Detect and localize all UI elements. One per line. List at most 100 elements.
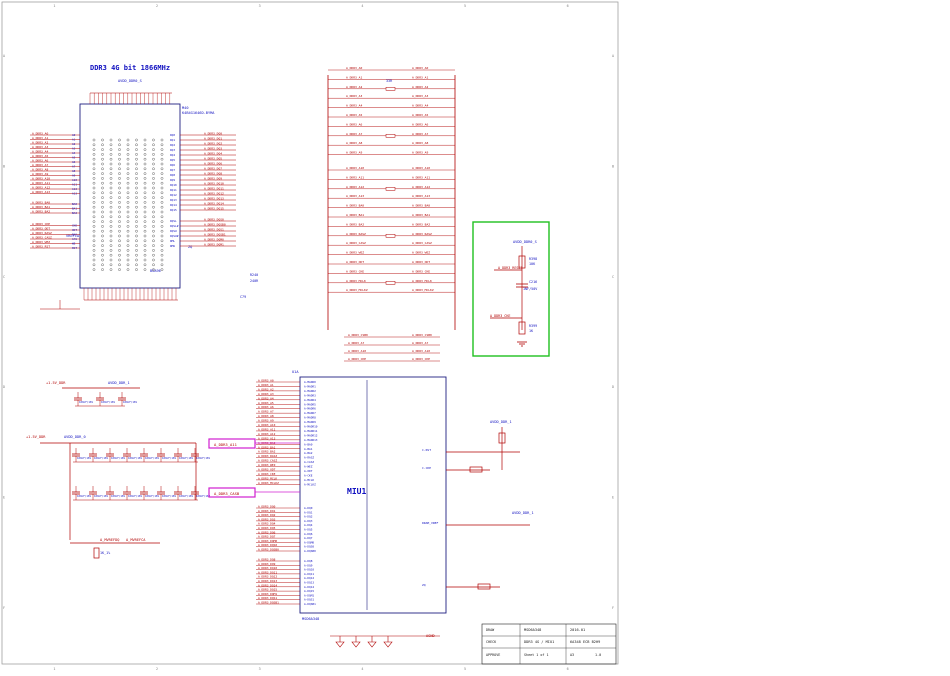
miu-dqb-net: A_DDR3_DQ14 [258,583,277,587]
power-rail-1: +1.5V_DDR [46,381,66,385]
miu-dqb-pin: A-DQ11 [304,572,314,576]
callout-box-bottom [208,487,256,498]
ddr-ball [92,239,96,243]
ddr-ball [143,239,147,243]
miu-dqa-net: A_DDR3_DQM0 [258,539,277,543]
ddr-left-net: A_DDR3_BA0 [32,200,50,204]
ddr-ball [135,186,138,190]
term-res-value: 33R [386,79,393,83]
ddr-ball [126,148,130,151]
ddr-ball [109,205,113,209]
ddr-left-pin: BA1 [72,207,77,211]
miu-addr-net: A_DDR3_RASZ [258,454,277,458]
ddr-left-pin: A0 [72,133,76,137]
ddr-ball [109,177,113,180]
ddr-ball [109,234,113,238]
term-net-left: A_DDR3_A0 [346,66,362,70]
callout-top: A_DDR3_A11 [214,442,238,447]
ddr-ball [92,167,96,171]
tb-doc: 6A348 ECB B2H9 [570,640,600,644]
ddr-left-pin: A12 [72,187,77,191]
term-net-right: A_DDR3_BA2 [412,222,430,226]
term-net-right: A_DDR3_A1 [412,75,428,79]
miu-right-pin: C-CKE [422,466,431,470]
ddr-left-net: A_DDR3_BA2 [32,209,50,213]
ddr-right-net: A_DDR3_DQ11 [204,186,224,190]
ddr-ball [126,181,130,185]
ddr-ball [109,157,113,161]
ddr-ball [126,249,130,252]
term-net-left: A_DDR3_WEZ [346,251,364,255]
ddr-ball [126,210,130,214]
ddr-right-pin: DQ13 [170,198,177,202]
ddr-right-net: A_DDR3_DQ8 [204,171,222,175]
ddr-left-net: A_DDR3_A13 [32,190,50,194]
green-net2: A_DDR3_CKE [490,314,510,318]
power-rail-2: +1.5V_DDR [26,435,46,439]
ddr-ball [109,210,113,214]
ddr-ball [135,196,138,199]
ddr-ball [109,220,113,223]
ddr-left-pin: A13 [72,192,77,196]
ddr-ball [101,258,104,262]
zq-resistor [477,583,491,590]
ddr-right-net: A_DDR3_DQ13 [204,196,224,200]
ddr-ball [92,172,96,175]
ddr-ball [160,162,164,166]
ddr-ball [118,234,121,238]
term-net-right: A_DDR3_A9 [412,151,428,155]
miu-addr-pin: A-BA2 [304,451,313,455]
ddr-ball [92,205,96,209]
ddr-ball [160,239,164,243]
power-vref-r: 1K_1% [100,551,110,555]
ddr-ball [152,138,155,142]
ddr-right-pin: DML [170,239,175,243]
ddr-ball [109,167,113,171]
ddr-ball [101,201,104,204]
miu-dqb-pin: A-DQ12 [304,576,314,580]
ddr-left-pin: RAS [72,233,77,237]
ddr-ball [143,268,147,271]
ddr-ball [92,186,96,190]
ddr-title: DDR3 4G bit 1866MHz [90,64,170,72]
ddr-ball [135,181,138,185]
ddr-ball [92,234,96,238]
ddr-ball [101,253,104,257]
ddr-ball [126,143,130,147]
tb-approve: APPROVE [486,653,500,657]
ddr-ball [92,143,96,147]
miu-right-pin: C-RST [422,448,431,452]
term-net-left: A_DDR3_BA0 [346,204,364,208]
gnd-icon [367,641,377,648]
ddr-ball [143,177,147,180]
ddr-ball [92,162,96,166]
ddr-right-net: A_DDR3_DQSB1 [204,232,226,236]
ddr-right-net: A_DDR3_DQ15 [204,206,224,210]
ddr-left-pin: A5 [72,156,76,160]
ddr-ball [135,258,138,262]
ddr-left-net: A_DDR3_A8 [32,167,48,171]
cap-r1-value: 100nF/16V [179,456,193,460]
ddr-right-pin: DQSU# [170,234,179,238]
ddr-ball [118,191,121,195]
ddr-ball [143,191,147,195]
ddr-ball [126,234,130,238]
ddr-ball [126,220,130,223]
row-marker: D [3,385,5,389]
ddr-left-pin: A6 [72,160,76,164]
ddr-ball [160,234,164,238]
ddr-right-pin: DQ8 [170,173,175,177]
green-r2-symbol [518,321,526,335]
col-marker: 2 [156,4,158,8]
term-extra-net-left: A_DDR3_CSB0 [348,333,368,337]
cap-r1-value: 100nF/16V [196,456,210,460]
ddr-ball [135,239,138,243]
ddr-ball [160,249,164,252]
ddr-ball [143,162,147,166]
ddr-ball [101,225,104,228]
ddr-ball [118,244,121,247]
term-net-left: A_DDR3_CKE [346,269,364,273]
miu-addr-net: A_DDR3_A8 [258,414,274,418]
ddr-right-net: A_DDR3_DQ7 [204,166,222,170]
ddr-left-pin: A1 [72,138,76,142]
